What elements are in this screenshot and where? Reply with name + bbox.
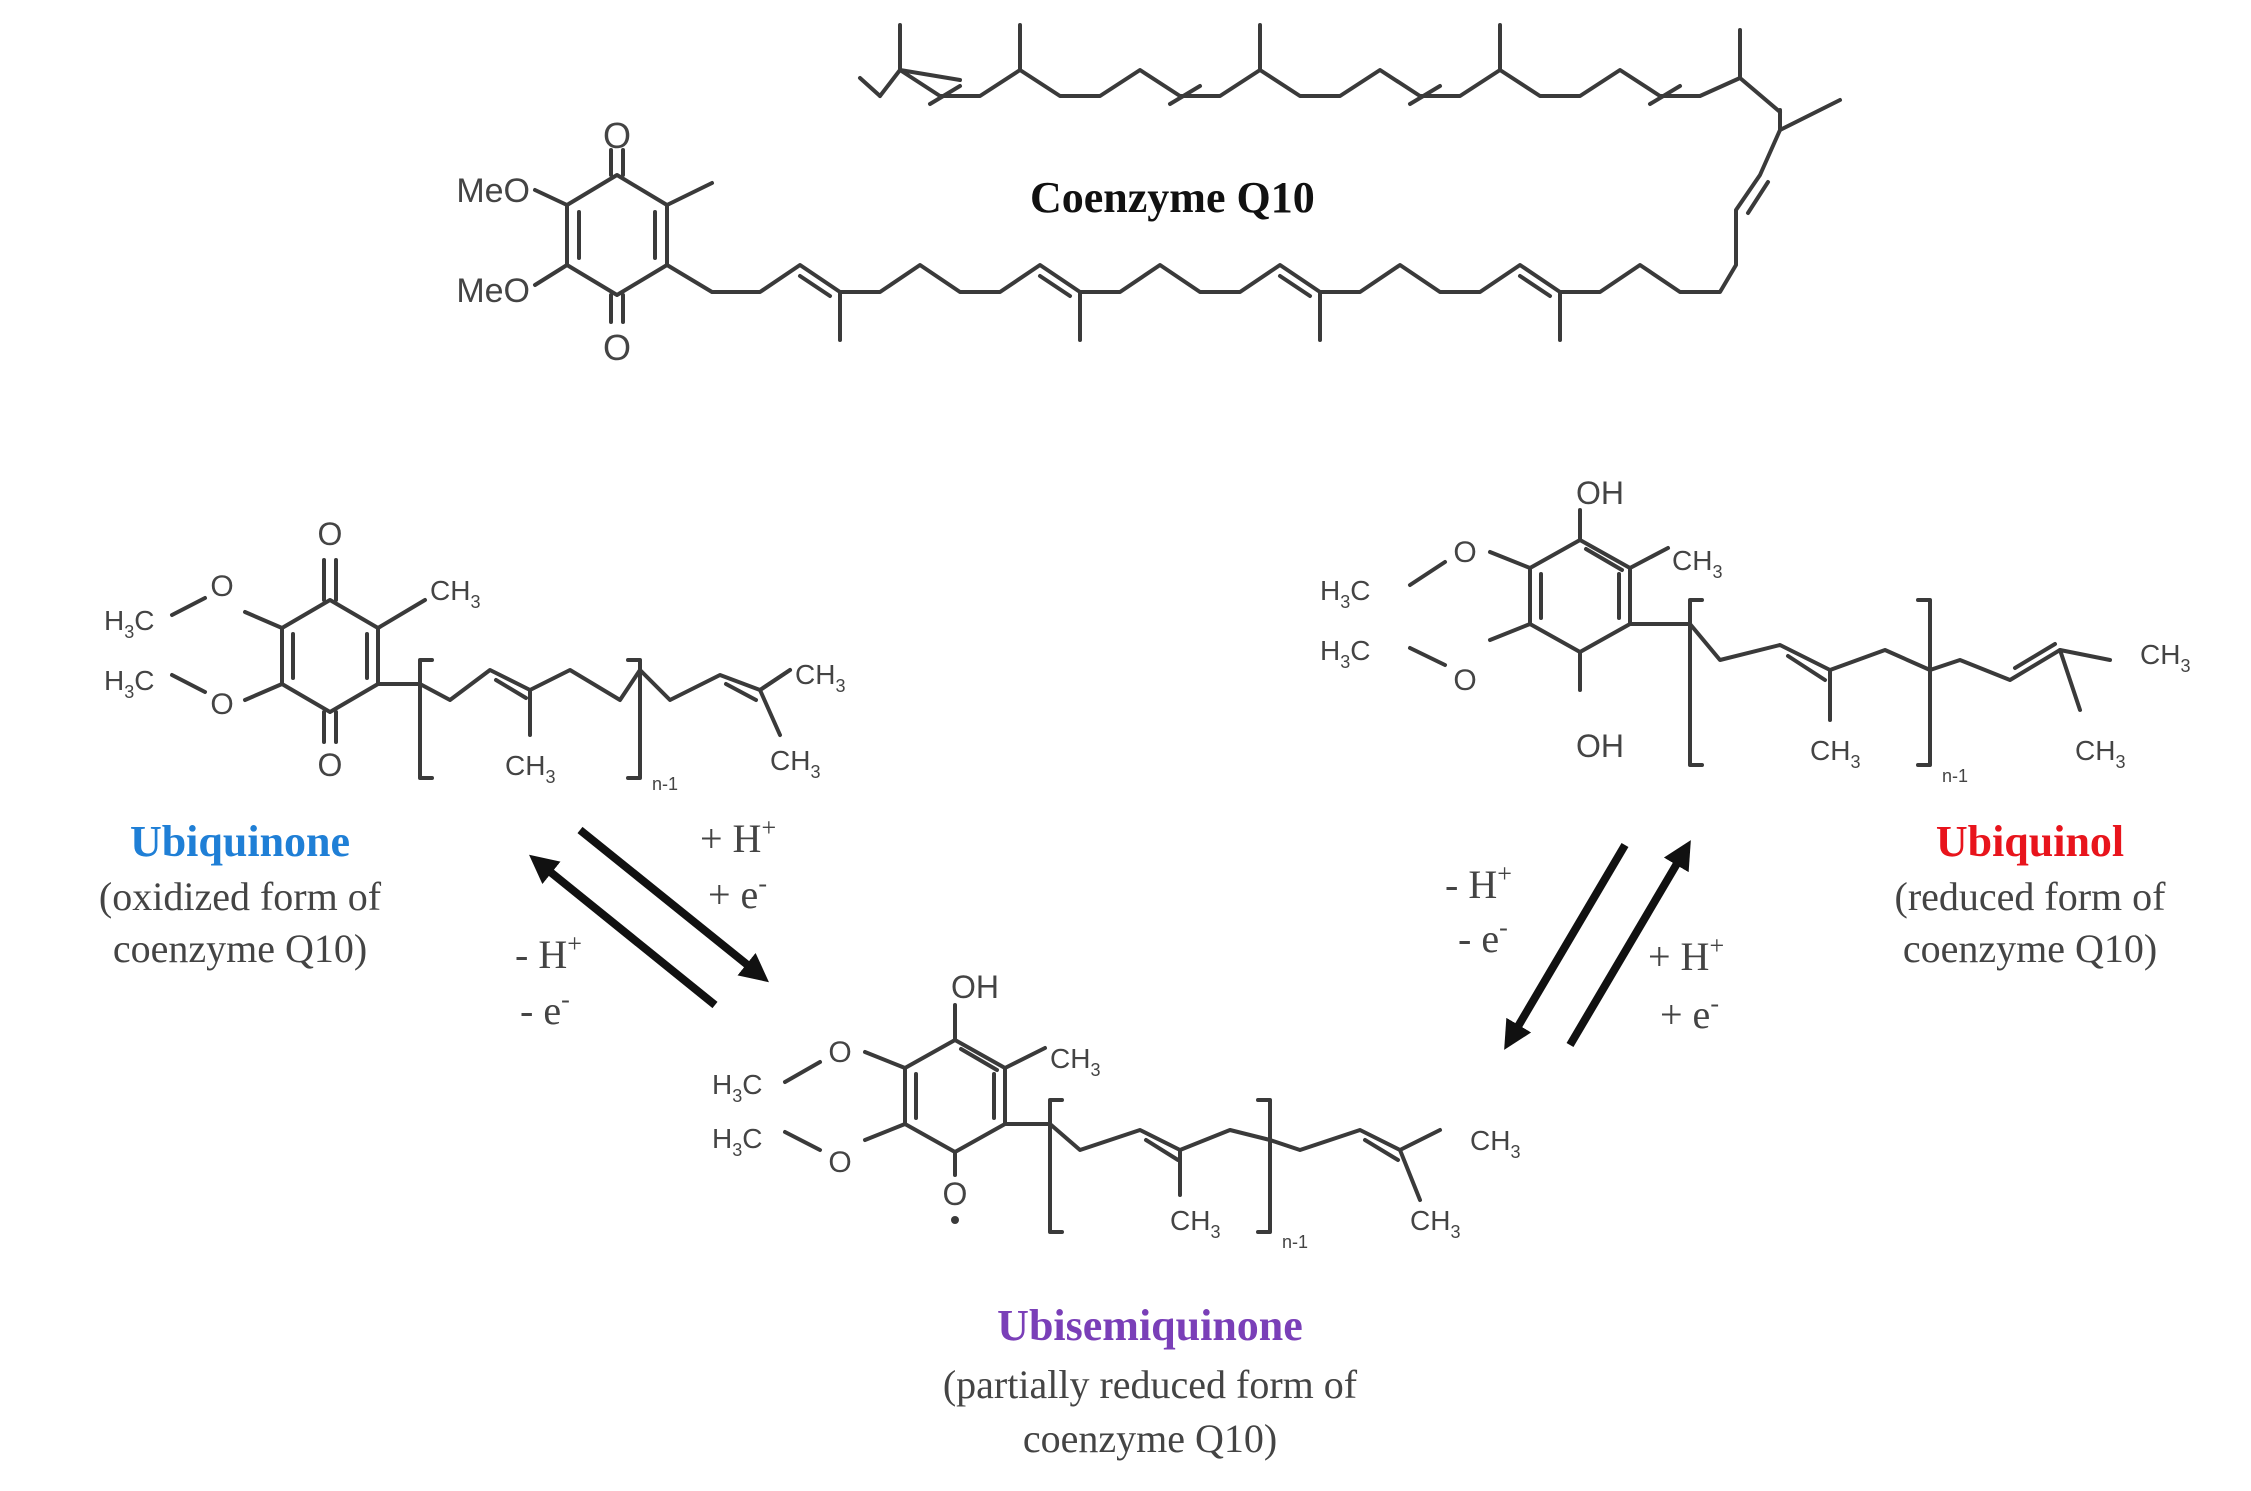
ubiquinone-name: Ubiquinone [130,817,350,866]
ubisemiquinone-oh: OH [951,969,999,1005]
arrow-reduce-right [1566,840,1691,1048]
ubiquinol-oh-top: OH [1576,475,1624,511]
ubisemiquinone-name: Ubisemiquinone [997,1301,1303,1350]
ubisemiquinone-methoxy-o1: O [828,1036,851,1069]
label-plus-e-left: + e- [708,869,767,917]
ubiquinone-o-top: O [318,516,343,552]
label-plus-e-right: + e- [1660,989,1719,1037]
label-plus-h-left: + H+ [700,813,776,861]
ubisemiquinone-desc-1: (partially reduced form of [943,1362,1358,1407]
ubiquinol-structure: OH OH O H3C O H3C CH3 CH3 n-1 CH3 CH3 [1320,475,2190,786]
ubisemiquinone-n1: n-1 [1282,1232,1308,1252]
arrow-oxidize-right [1504,842,1629,1050]
label-minus-e-left: - e- [520,985,570,1033]
ubiquinone-methoxy-o2: O [210,688,233,721]
svg-text:CH3: CH3 [1410,1205,1460,1242]
left-equilibrium-arrows [529,826,769,1009]
svg-text:H3C: H3C [104,605,154,642]
ubisemiquinone-radical-o: O [943,1176,968,1212]
ubiquinone-desc-1: (oxidized form of [99,874,382,919]
arrow-oxidize-left [529,854,718,1009]
ubisemiquinone-structure: OH O O H3C O H3C CH3 CH3 n-1 CH3 CH3 [712,969,1520,1252]
svg-text:CH3: CH3 [770,745,820,782]
label-plus-h-right: + H+ [1648,931,1724,979]
svg-text:H3C: H3C [712,1069,762,1106]
arrow-reduce-left [577,826,769,983]
svg-text:CH3: CH3 [795,659,845,696]
ubiquinone-n1: n-1 [652,774,678,794]
svg-text:CH3: CH3 [1810,735,1860,772]
svg-text:CH3: CH3 [1170,1205,1220,1242]
ubisemiquinone-desc-2: coenzyme Q10) [1023,1416,1277,1461]
ubiquinone-desc-2: coenzyme Q10) [113,926,367,971]
ubiquinone-o-bottom: O [318,747,343,783]
meo-label-2: MeO [456,272,530,310]
svg-text:H3C: H3C [1320,635,1370,672]
svg-text:H3C: H3C [104,665,154,702]
ubiquinol-n1: n-1 [1942,766,1968,786]
ubisemiquinone-methoxy-o2: O [828,1146,851,1179]
label-minus-h-left: - H+ [515,929,582,977]
svg-text:CH3: CH3 [1470,1125,1520,1162]
ubiquinol-methoxy-o2: O [1453,664,1476,697]
label-minus-h-right: - H+ [1445,859,1512,907]
ubiquinol-name: Ubiquinol [1936,817,2124,866]
ubiquinol-desc-2: coenzyme Q10) [1903,926,2157,971]
carbonyl-o-top: O [603,115,631,156]
svg-text:CH3: CH3 [2075,735,2125,772]
ubiquinone-structure: O O O H3C O H3C CH3 CH3 n-1 CH3 CH3 [104,516,845,794]
ubiquinone-methoxy-o1: O [210,570,233,603]
label-minus-e-right: - e- [1458,913,1508,961]
svg-text:H3C: H3C [712,1123,762,1160]
svg-text:CH3: CH3 [2140,639,2190,676]
coenzyme-q10-title: Coenzyme Q10 [1030,173,1315,222]
meo-label-1: MeO [456,172,530,210]
svg-text:CH3: CH3 [430,575,480,612]
svg-text:CH3: CH3 [1672,545,1722,582]
right-equilibrium-arrows [1504,840,1691,1050]
ubiquinol-desc-1: (reduced form of [1895,874,2167,919]
svg-text:CH3: CH3 [1050,1043,1100,1080]
ubiquinol-methoxy-o1: O [1453,536,1476,569]
carbonyl-o-bottom: O [603,327,631,368]
svg-text:H3C: H3C [1320,575,1370,612]
coenzyme-q10-structure: O O MeO MeO [456,23,1842,368]
svg-text:CH3: CH3 [505,750,555,787]
ubiquinol-oh-bottom: OH [1576,728,1624,764]
